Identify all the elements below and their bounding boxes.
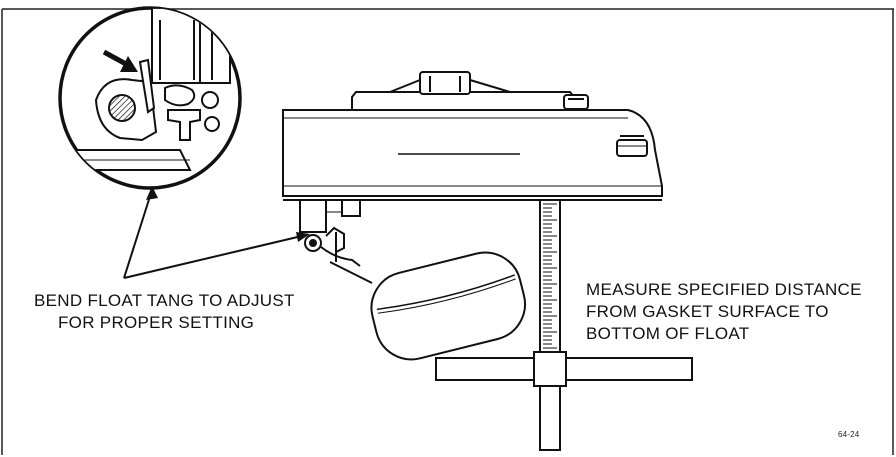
measuring-scale bbox=[435, 199, 693, 451]
bend-float-tang-label-line2: FOR PROPER SETTING bbox=[58, 313, 255, 332]
tang-pointer-arrow bbox=[102, 49, 138, 72]
measure-distance-label-line3: BOTTOM OF FLOAT bbox=[586, 324, 750, 343]
measure-distance-label-line2: FROM GASKET SURFACE TO bbox=[586, 302, 829, 321]
float bbox=[370, 251, 526, 361]
float-arm bbox=[329, 261, 373, 284]
figure-number: 64-24 bbox=[838, 430, 860, 439]
bend-float-tang-label-line1: BEND FLOAT TANG TO ADJUST bbox=[34, 291, 295, 310]
callout-leader-lines bbox=[123, 186, 310, 279]
float-hinge bbox=[304, 226, 361, 267]
gasket-surface bbox=[283, 199, 662, 233]
carburetor-body bbox=[282, 109, 663, 197]
scale-clamp bbox=[533, 351, 567, 387]
detail-magnifier bbox=[58, 6, 242, 190]
carburetor-air-horn bbox=[351, 71, 589, 111]
measure-distance-label-line1: MEASURE SPECIFIED DISTANCE bbox=[586, 280, 862, 299]
